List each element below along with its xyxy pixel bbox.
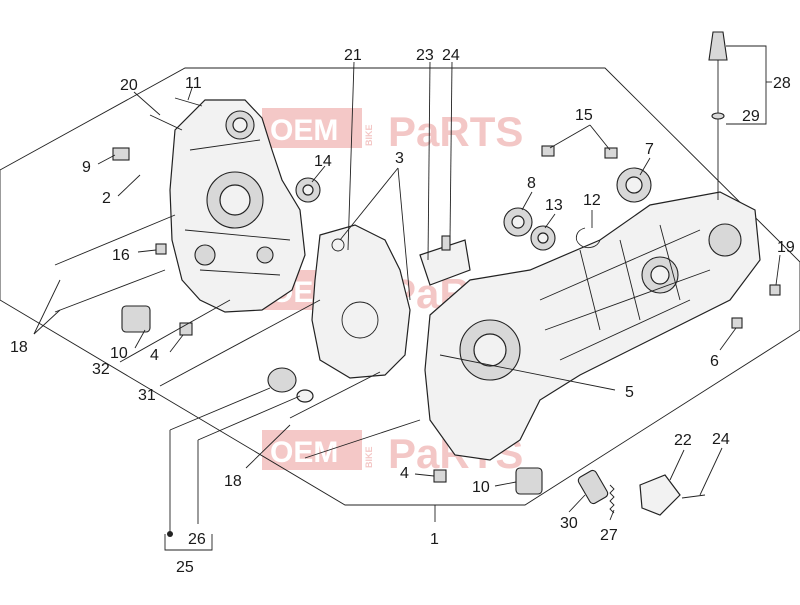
oil-strainer (267, 367, 314, 403)
callout-6: 6 (710, 353, 719, 370)
crankcase-gasket (311, 224, 411, 379)
dowel-19 (769, 284, 781, 296)
studs-18-center (289, 371, 421, 459)
callout-7: 7 (645, 141, 654, 158)
svg-text:BIKE: BIKE (364, 446, 374, 468)
callout-19: 19 (777, 239, 795, 256)
callout-21: 21 (344, 47, 362, 64)
silentblock-10a (121, 305, 151, 333)
svg-text:OEM: OEM (270, 436, 338, 469)
callout-4: 4 (400, 465, 409, 482)
bushing-15a (541, 145, 555, 157)
bolt-24 (681, 494, 706, 499)
svg-text:OEM: OEM (270, 114, 338, 147)
callout-10: 10 (472, 479, 490, 496)
assembly-outline (0, 67, 800, 506)
callout-23: 23 (416, 47, 434, 64)
callout-labels: 1 2 3 4 4 5 6 7 8 9 10 10 11 12 13 14 15… (10, 47, 795, 576)
spring-27 (609, 484, 615, 514)
leader-lines (33, 45, 781, 551)
callout-25: 25 (176, 559, 194, 576)
bolt-20 (149, 114, 183, 131)
right-crankcase-half (424, 191, 761, 461)
dowel-6 (731, 317, 743, 329)
callout-26: 26 (188, 531, 206, 548)
callout-18: 18 (224, 473, 242, 490)
pin-16 (155, 243, 167, 255)
callout-20: 20 (120, 77, 138, 94)
bracket-bolt (441, 235, 451, 251)
callout-18: 18 (10, 339, 28, 356)
callout-15: 15 (575, 107, 593, 124)
bolt-11 (174, 97, 203, 107)
left-crankcase-half (169, 99, 306, 313)
callout-3: 3 (395, 150, 404, 167)
bearing-14 (295, 177, 321, 203)
callout-31: 31 (138, 387, 156, 404)
svg-text:PaRTS: PaRTS (388, 108, 523, 155)
dowel-9 (112, 147, 130, 161)
svg-text:BIKE: BIKE (364, 124, 374, 146)
studs-18-left (54, 214, 176, 313)
callout-16: 16 (112, 247, 130, 264)
plunger-30 (577, 469, 609, 505)
dipstick (708, 31, 728, 200)
callout-2: 2 (102, 190, 111, 207)
callout-11: 11 (185, 75, 202, 92)
cover-plate-22 (639, 474, 681, 516)
bearing-7 (616, 167, 652, 203)
callout-12: 12 (583, 192, 601, 209)
callout-28: 28 (773, 75, 791, 92)
callout-24: 24 (442, 47, 460, 64)
callout-32: 32 (92, 361, 110, 378)
callout-13: 13 (545, 197, 563, 214)
bearing-13 (530, 225, 556, 251)
callout-14: 14 (314, 153, 332, 170)
callout-4: 4 (150, 347, 159, 364)
callout-30: 30 (560, 515, 578, 532)
bushing-15b (604, 147, 618, 159)
watermark-top: OEM BIKE PaRTS (262, 108, 523, 155)
reference-dot (167, 531, 173, 537)
silentblock-10b (515, 467, 543, 495)
callout-1: 1 (430, 531, 439, 548)
callout-8: 8 (527, 175, 536, 192)
bearing-8 (503, 207, 533, 237)
callout-27: 27 (600, 527, 618, 544)
spacer-4b (433, 469, 447, 483)
callout-10: 10 (110, 345, 128, 362)
callout-22: 22 (674, 432, 692, 449)
callout-24: 24 (712, 431, 730, 448)
callout-29: 29 (742, 108, 760, 125)
circlip (575, 227, 601, 249)
callout-5: 5 (625, 384, 634, 401)
callout-9: 9 (82, 159, 91, 176)
